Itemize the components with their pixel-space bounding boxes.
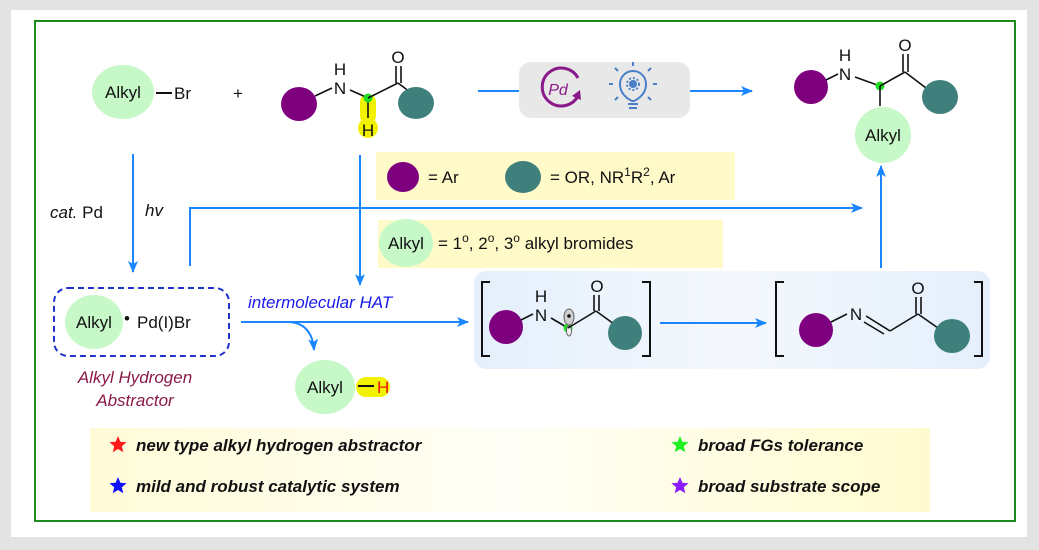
bracket-left — [775, 281, 784, 357]
abstractor-caption-line1: Alkyl Hydrogen — [77, 368, 192, 387]
alkyl-label: Alkyl — [388, 234, 424, 253]
acyl-circle — [505, 161, 541, 193]
nitrogen-label: N — [334, 79, 346, 98]
oxygen-label: O — [911, 279, 924, 298]
alpha-h-highlight-bulb — [358, 118, 378, 138]
alkyl-bromide: Alkyl Br — [92, 65, 191, 119]
alkyl-label: Alkyl — [307, 378, 343, 397]
feature-item: broad FGs tolerance — [671, 436, 863, 455]
bond — [889, 313, 919, 332]
nh-hydrogen-label: H — [535, 287, 547, 306]
alkyl-circle — [65, 295, 123, 349]
alkyl-hydrogen-abstractor: Alkyl • Pd(I)Br Alkyl Hydrogen Abstracto… — [53, 287, 230, 410]
arrow-abstractor-to-product — [189, 203, 863, 266]
conditions-background — [519, 62, 690, 118]
aryl-circle — [281, 87, 317, 121]
bond — [314, 87, 333, 97]
bond — [825, 73, 839, 81]
bracket-left — [481, 281, 490, 357]
feature-text: new type alkyl hydrogen abstractor — [136, 436, 423, 455]
aryl-circle — [794, 70, 828, 104]
oxygen-label: O — [391, 48, 404, 67]
glycine-reactant: N H H O — [281, 48, 434, 140]
star-icon — [109, 477, 127, 494]
alkyl-label: Alkyl — [76, 313, 112, 332]
alkyl-circle — [295, 360, 355, 414]
alkyl-label: Alkyl — [105, 83, 141, 102]
pd-label: Pd — [548, 82, 569, 99]
alpha-hydrogen-label: H — [362, 121, 374, 140]
hv-label: hv — [145, 201, 164, 220]
star-icon — [671, 436, 689, 453]
byproduct-arrow — [289, 321, 319, 351]
p-orbital-icon — [563, 308, 575, 337]
alkyl-definition: = 1o, 2o, 3o alkyl bromides — [438, 231, 633, 253]
features-box: new type alkyl hydrogen abstractor broad … — [90, 428, 930, 512]
aryl-circle — [489, 310, 523, 344]
conditions-pill: Pd — [519, 62, 690, 118]
oxygen-label: O — [898, 36, 911, 55]
alkyl-circle — [855, 107, 911, 163]
bond — [567, 310, 597, 329]
pd-cycle-icon: Pd — [540, 66, 581, 108]
feature-text: broad FGs tolerance — [698, 436, 863, 455]
oxygen-label: O — [590, 277, 603, 296]
feature-text: broad substrate scope — [698, 477, 880, 496]
acyl-circle — [922, 80, 958, 114]
feature-item: broad substrate scope — [671, 477, 880, 496]
abstractor-caption-line2: Abstractor — [95, 391, 175, 410]
alkyl-circle — [92, 65, 154, 119]
nitrogen-label: N — [535, 306, 547, 325]
abstractor-dashed-box — [53, 287, 230, 357]
alkyl-circle — [379, 219, 433, 267]
features-background — [90, 428, 930, 512]
bracket-right — [974, 281, 983, 357]
nitrogen-label: N — [850, 305, 862, 324]
bromine-label: Br — [174, 84, 191, 103]
feature-text: mild and robust catalytic system — [136, 477, 400, 496]
nh-hydrogen-label: H — [334, 60, 346, 79]
feature-item: mild and robust catalytic system — [109, 477, 400, 496]
imine-intermediate: N O — [775, 279, 983, 357]
imine-bond — [863, 321, 885, 335]
product: N H O Alkyl — [794, 36, 958, 163]
acyl-circle — [608, 316, 642, 350]
bracket-right — [642, 281, 651, 357]
bond — [595, 310, 615, 325]
aryl-circle — [799, 313, 833, 347]
imine-bond — [865, 315, 891, 332]
pd-complex-label: Pd(I)Br — [137, 313, 191, 332]
hat-label: intermolecular HAT — [248, 293, 394, 312]
radical-dot: • — [124, 309, 130, 328]
substituent-legend: = Ar = OR, NR1R2, Ar Alkyl = 1o, 2o, 3o … — [376, 152, 735, 268]
aryl-definition: = Ar — [428, 168, 459, 187]
feature-list: new type alkyl hydrogen abstractor broad … — [109, 436, 880, 496]
bond — [917, 313, 939, 329]
hydrogen-label: H — [377, 378, 389, 397]
feature-item: new type alkyl hydrogen abstractor — [109, 436, 423, 455]
aryl-circle — [387, 162, 419, 192]
bond — [520, 313, 534, 321]
bond — [830, 313, 848, 323]
plus-sign: + — [233, 84, 243, 103]
legend-box — [376, 152, 735, 200]
acyl-circle — [934, 319, 970, 353]
intermediates-panel — [474, 271, 990, 369]
star-icon — [671, 477, 689, 494]
bond — [367, 82, 399, 99]
alkyl-h-byproduct: Alkyl H — [295, 360, 390, 414]
nh-hydrogen-label: H — [839, 46, 851, 65]
bond — [879, 71, 906, 87]
star-icon — [109, 436, 127, 453]
light-bulb-icon — [609, 62, 657, 109]
alpha-amino-radical-intermediate: N H O — [481, 277, 651, 357]
nitrogen-label: N — [839, 65, 851, 84]
legend-box — [378, 220, 723, 268]
acyl-definition: = OR, NR1R2, Ar — [550, 165, 676, 187]
bond — [904, 71, 927, 89]
acyl-circle — [398, 87, 434, 119]
alkyl-label: Alkyl — [865, 126, 901, 145]
step1-conditions: cat. Pd — [50, 203, 103, 222]
